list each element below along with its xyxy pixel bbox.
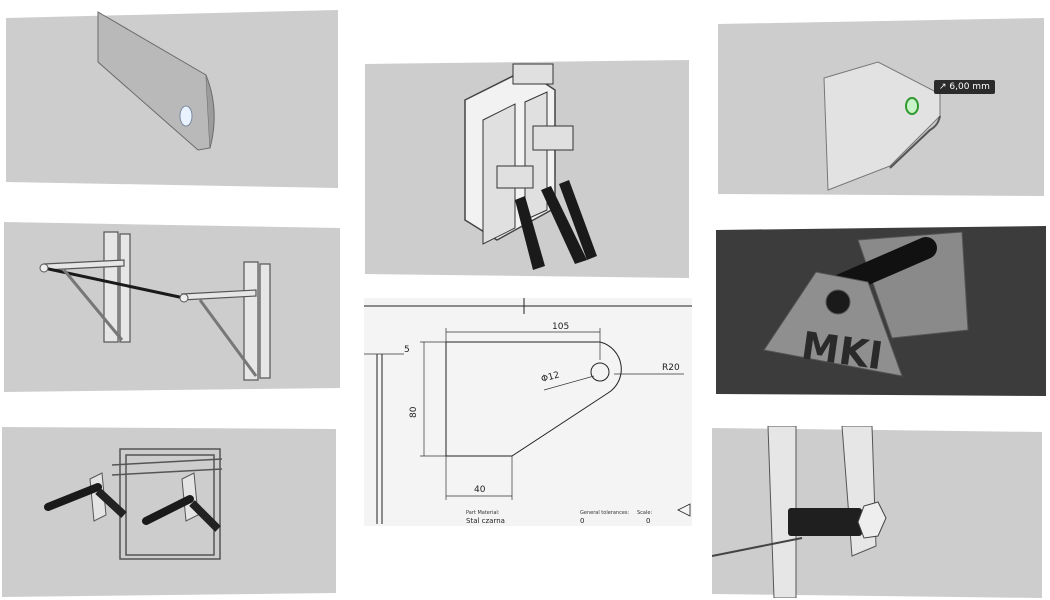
measurement-tooltip: ↗ 6,00 mm [934,80,995,94]
tolerance-label: General tolerances: [580,510,629,516]
bolt-shaft [788,508,862,536]
bracket-front [763,271,903,377]
measure-hole [905,97,919,115]
bolt-closeup-tile [712,426,1042,598]
dip-station-tile [2,425,336,597]
technical-drawing-tile: 105 5 80 40 Φ12 R20 Part Material: Stal … [364,298,692,526]
bolt-head [857,501,887,539]
hole-circle [590,362,610,382]
material-label: Part Material: [466,510,500,516]
material-value: Stal czarna [466,517,505,525]
frame-angled-tile [365,60,689,278]
wall-bar-tile [4,220,340,392]
brackets-logo-tile: MKI [716,226,1046,396]
dim-height: 80 [409,406,419,418]
dim-radius: R20 [662,363,680,373]
dim-top: 105 [552,322,569,332]
scale-label: Scale: [637,510,652,516]
hole [179,105,193,127]
scale-value: 0 [646,517,650,525]
dim-bottom: 40 [474,485,486,495]
plate-measure-tile: ↗ 6,00 mm [718,18,1044,196]
measurement-value: 6,00 mm [949,82,990,92]
dim-hole: Φ12 [540,370,561,384]
tolerance-value: 0 [580,517,584,525]
plate-closeup-tile [6,10,338,188]
plate-left [767,426,797,598]
dim-thickness: 5 [404,345,410,355]
projection-symbol [677,503,691,517]
